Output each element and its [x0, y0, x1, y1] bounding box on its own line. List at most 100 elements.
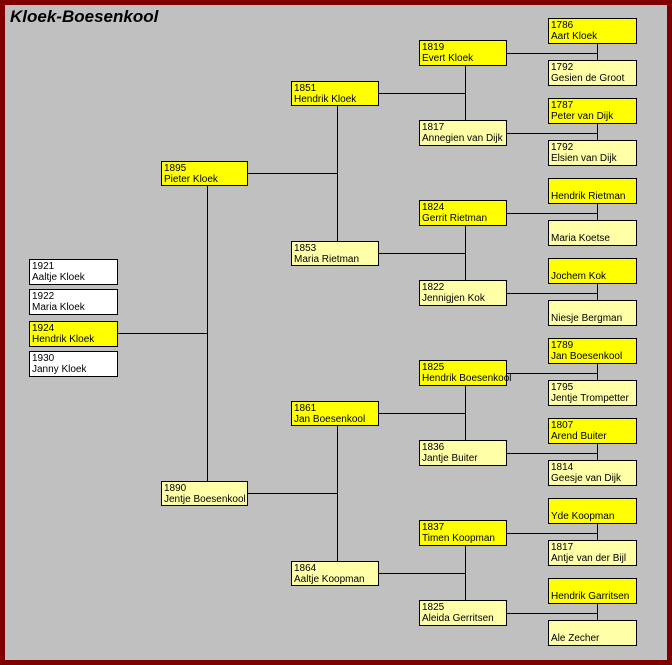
person-name: Antje van der Bijl: [551, 553, 627, 564]
person-name: Yde Koopman: [551, 511, 615, 522]
birth-year: 1851: [294, 83, 317, 94]
birth-year: 1814: [551, 462, 574, 473]
person-box-ancestor[interactable]: 1807 Arend Buiter: [548, 418, 637, 444]
person-box-ancestor[interactable]: 1786 Aart Kloek: [548, 18, 637, 44]
person-box-ancestor[interactable]: Jochem Kok: [548, 258, 637, 284]
person-box-ancestor[interactable]: 1789 Jan Boesenkool: [548, 338, 637, 364]
person-box-great-grandparent[interactable]: 1824 Gerrit Rietman: [419, 200, 507, 226]
birth-year: 1786: [551, 20, 574, 31]
person-box-great-grandparent[interactable]: 1822 Jennigjen Kok: [419, 280, 507, 306]
person-box-sibling[interactable]: 1921 Aaltje Kloek: [29, 259, 118, 285]
person-box-ancestor[interactable]: 1792 Elsien van Dijk: [548, 140, 637, 166]
person-box-great-grandparent[interactable]: 1825 Hendrik Boesenkool: [419, 360, 512, 386]
birth-year: 1861: [294, 403, 317, 414]
person-name: Arend Buiter: [551, 431, 607, 442]
birth-year: 1825: [422, 362, 445, 373]
person-box-ancestor[interactable]: 1787 Peter van Dijk: [548, 98, 637, 124]
person-name: Peter van Dijk: [551, 111, 614, 122]
person-name: Aaltje Koopman: [294, 574, 365, 585]
person-name: Aaltje Kloek: [32, 272, 85, 283]
birth-year: [551, 580, 634, 591]
person-box-father[interactable]: 1895 Pieter Kloek: [161, 161, 248, 186]
person-name: Maria Koetse: [551, 233, 610, 244]
person-name: Jennigjen Kok: [422, 293, 485, 304]
person-name: Hendrik Kloek: [294, 94, 357, 105]
person-name: Gesien de Groot: [551, 73, 625, 84]
person-name: Hendrik Garritsen: [551, 591, 630, 602]
person-name: Gerrit Rietman: [422, 213, 488, 224]
birth-year: [551, 260, 634, 271]
person-box-ancestor[interactable]: 1795 Jentje Trompetter: [548, 380, 637, 406]
person-name: Hendrik Kloek: [32, 334, 95, 345]
person-name: Geesje van Dijk: [551, 473, 622, 484]
birth-year: [551, 302, 634, 313]
person-name: Jentje Boesenkool: [164, 494, 246, 505]
person-box-ancestor[interactable]: Niesje Bergman: [548, 300, 637, 326]
person-name: Janny Kloek: [32, 364, 87, 375]
birth-year: 1819: [422, 42, 445, 53]
birth-year: 1795: [551, 382, 574, 393]
birth-year: 1817: [422, 122, 445, 133]
person-name: Hendrik Boesenkool: [422, 373, 512, 384]
birth-year: [551, 500, 634, 511]
person-name: Annegien van Dijk: [422, 133, 503, 144]
birth-year: 1921: [32, 261, 55, 272]
person-box-grandparent[interactable]: 1864 Aaltje Koopman: [291, 561, 379, 586]
person-box-grandparent[interactable]: 1851 Hendrik Kloek: [291, 81, 379, 106]
birth-year: 1895: [164, 163, 187, 174]
person-box-mother[interactable]: 1890 Jentje Boesenkool: [161, 481, 248, 506]
person-name: Jochem Kok: [551, 271, 607, 282]
person-name: Ale Zecher: [551, 633, 600, 644]
person-name: Timen Koopman: [422, 533, 495, 544]
person-name: Niesje Bergman: [551, 313, 623, 324]
person-box-grandparent[interactable]: 1853 Maria Rietman: [291, 241, 379, 266]
birth-year: 1853: [294, 243, 317, 254]
birth-year: 1864: [294, 563, 317, 574]
person-name: Jentje Trompetter: [551, 393, 629, 404]
birth-year: 1890: [164, 483, 187, 494]
birth-year: 1924: [32, 323, 55, 334]
person-box-great-grandparent[interactable]: 1817 Annegien van Dijk: [419, 120, 507, 146]
person-box-great-grandparent[interactable]: 1819 Evert Kloek: [419, 40, 507, 66]
person-box-sibling[interactable]: 1930 Janny Kloek: [29, 351, 118, 377]
birth-year: [551, 222, 634, 233]
person-box-great-grandparent[interactable]: 1836 Jantje Buiter: [419, 440, 507, 466]
person-box-ancestor[interactable]: Hendrik Rietman: [548, 178, 637, 204]
person-box-great-grandparent[interactable]: 1837 Timen Koopman: [419, 520, 507, 546]
birth-year: 1787: [551, 100, 574, 111]
person-box-ancestor[interactable]: 1814 Geesje van Dijk: [548, 460, 637, 486]
person-box-great-grandparent[interactable]: 1825 Aleida Gerritsen: [419, 600, 507, 626]
birth-year: 1792: [551, 62, 574, 73]
person-box-sibling[interactable]: 1922 Maria Kloek: [29, 289, 118, 315]
person-name: Jan Boesenkool: [294, 414, 366, 425]
person-box-ancestor[interactable]: Ale Zecher: [548, 620, 637, 646]
person-name: Jantje Buiter: [422, 453, 478, 464]
person-name: Hendrik Rietman: [551, 191, 626, 202]
birth-year: [551, 622, 634, 633]
person-box-ancestor[interactable]: Maria Koetse: [548, 220, 637, 246]
person-name: Maria Rietman: [294, 254, 360, 265]
birth-year: 1930: [32, 353, 55, 364]
person-name: Elsien van Dijk: [551, 153, 617, 164]
birth-year: 1807: [551, 420, 574, 431]
person-name: Pieter Kloek: [164, 174, 218, 185]
birth-year: 1789: [551, 340, 574, 351]
person-box-root[interactable]: 1924 Hendrik Kloek: [29, 321, 118, 347]
birth-year: 1837: [422, 522, 445, 533]
person-box-ancestor[interactable]: Hendrik Garritsen: [548, 578, 637, 604]
birth-year: 1792: [551, 142, 574, 153]
birth-year: [551, 180, 634, 191]
person-name: Evert Kloek: [422, 53, 474, 64]
person-box-ancestor[interactable]: Yde Koopman: [548, 498, 637, 524]
birth-year: 1836: [422, 442, 445, 453]
person-name: Maria Kloek: [32, 302, 85, 313]
birth-year: 1922: [32, 291, 55, 302]
person-box-ancestor[interactable]: 1792 Gesien de Groot: [548, 60, 637, 86]
person-name: Aleida Gerritsen: [422, 613, 494, 624]
person-name: Aart Kloek: [551, 31, 598, 42]
birth-year: 1824: [422, 202, 445, 213]
person-box-grandparent[interactable]: 1861 Jan Boesenkool: [291, 401, 379, 426]
chart-title: Kloek-Boesenkool: [10, 7, 159, 26]
person-box-ancestor[interactable]: 1817 Antje van der Bijl: [548, 540, 637, 566]
